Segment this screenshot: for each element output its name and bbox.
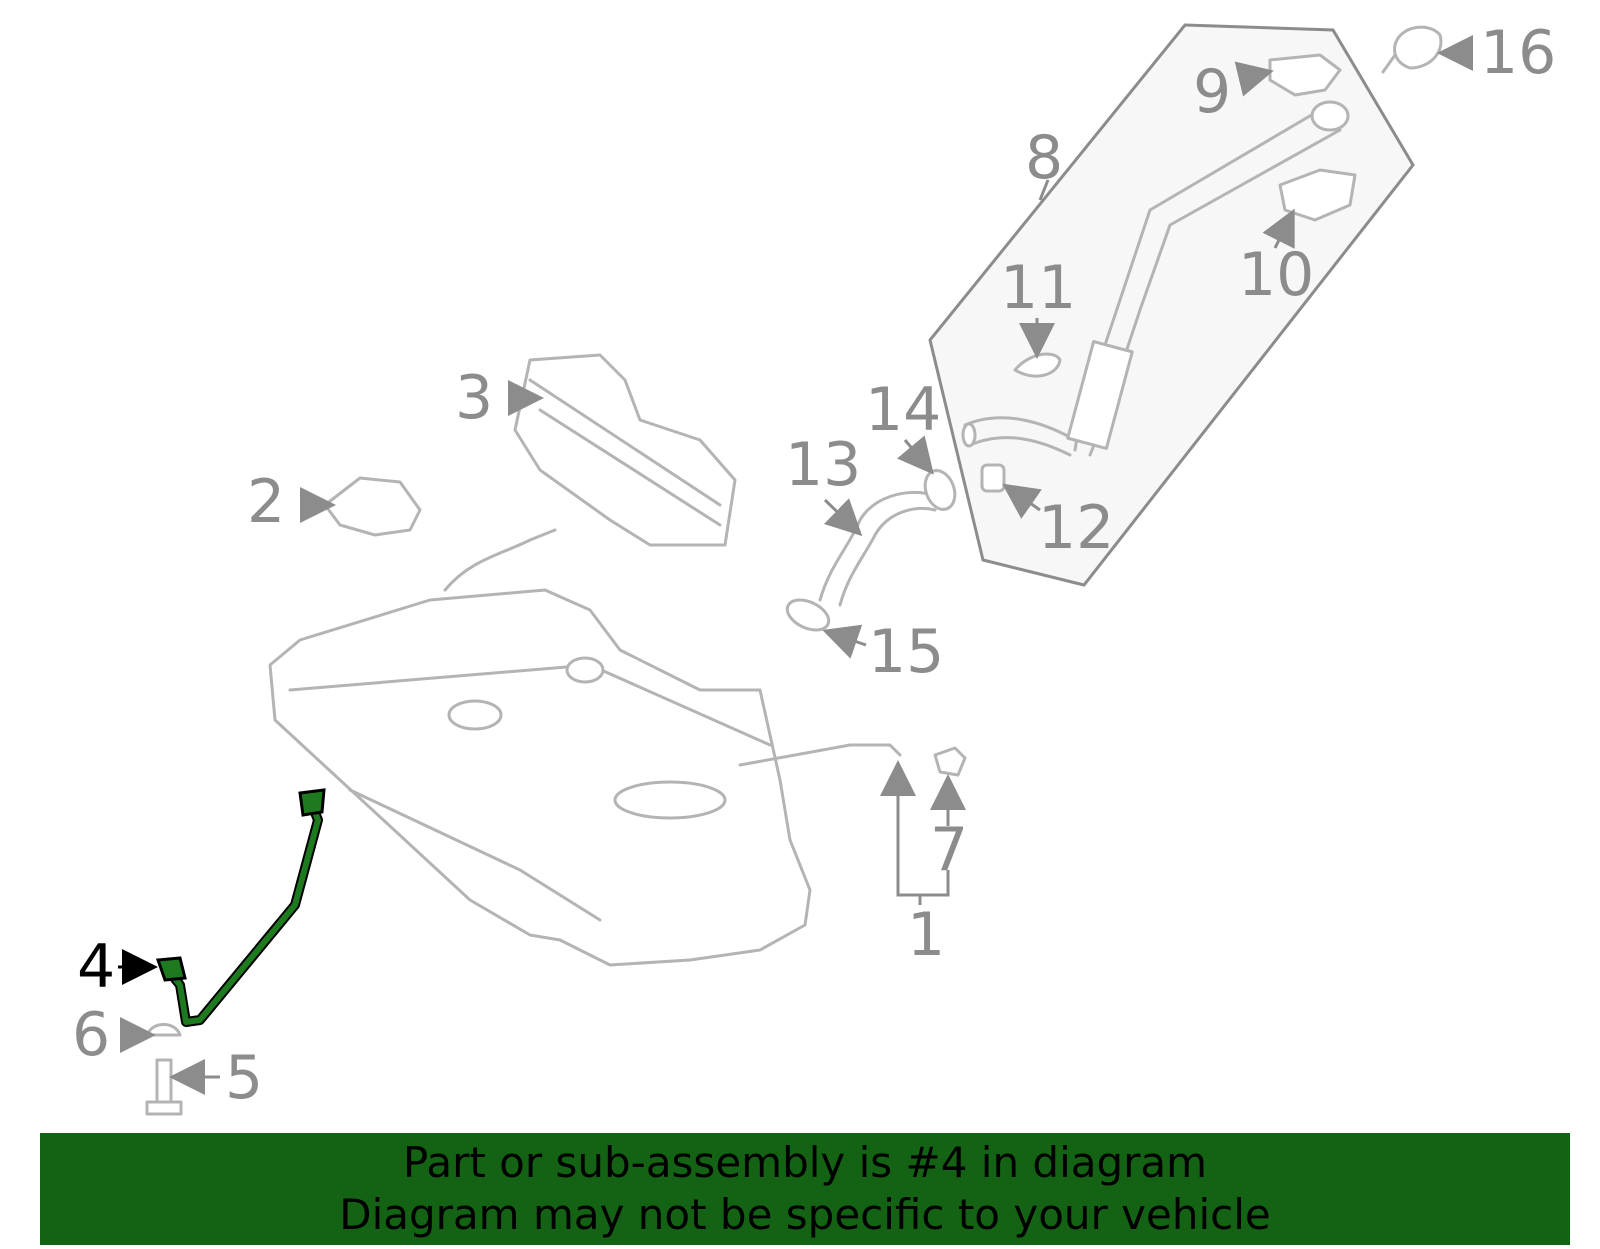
- label-part-12: 12: [1038, 493, 1114, 563]
- label-part-9: 9: [1193, 57, 1231, 127]
- part-15-clamp: [785, 598, 831, 632]
- label-part-10: 10: [1238, 240, 1314, 310]
- part-2-shield: [323, 476, 422, 537]
- part-6-nut: [146, 1023, 182, 1037]
- banner-line-part-number: Part or sub-assembly is #4 in diagram: [402, 1138, 1208, 1187]
- label-part-8: 8: [1025, 123, 1063, 193]
- label-part-14: 14: [865, 375, 941, 445]
- part-3-heat-shield: [513, 353, 737, 547]
- label-part-5: 5: [225, 1043, 263, 1113]
- label-part-3: 3: [455, 363, 493, 433]
- part-5-bolt: [145, 1058, 183, 1116]
- leader-lines: [118, 35, 1473, 1095]
- part-1-fuel-tank: [268, 528, 902, 967]
- part-7-valve: [933, 746, 967, 777]
- label-part-2: 2: [247, 467, 285, 537]
- info-banner: Part or sub-assembly is #4 in diagram Di…: [40, 1133, 1570, 1245]
- banner-line-disclaimer: Diagram may not be specific to your vehi…: [339, 1190, 1271, 1239]
- label-part-6: 6: [72, 1000, 110, 1070]
- part-16-cap: [1381, 25, 1443, 74]
- label-part-11: 11: [1000, 253, 1076, 323]
- label-part-15: 15: [868, 617, 944, 687]
- label-part-4: 4: [77, 932, 115, 1002]
- part-12-ring: [980, 463, 1006, 493]
- label-part-13: 13: [785, 430, 861, 500]
- label-part-16: 16: [1480, 18, 1556, 88]
- label-part-7: 7: [930, 815, 968, 885]
- label-part-1: 1: [907, 900, 945, 970]
- filler-pipe: [961, 100, 1350, 457]
- part-13-hose: [818, 491, 937, 607]
- part-14-clamp: [923, 469, 957, 511]
- part-4-strap: [155, 788, 326, 1027]
